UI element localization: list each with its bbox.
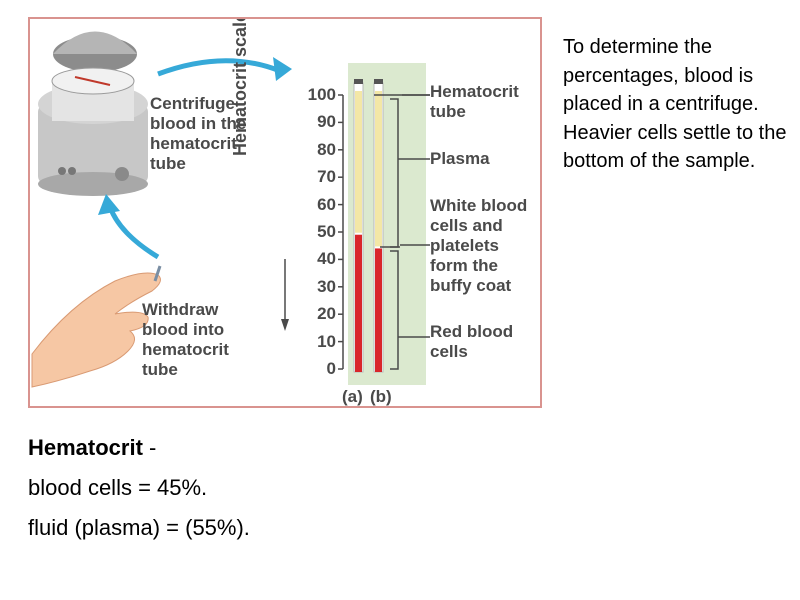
- tube-a-label: (a): [342, 387, 363, 406]
- centrifuge-step-label: Centrifuge blood in the hematocrit tube: [150, 94, 247, 173]
- hematocrit-figure: Centrifuge blood in the hematocrit tube …: [28, 17, 542, 408]
- red-cell-layer: [355, 234, 362, 372]
- summary-title: Hematocrit: [28, 435, 143, 460]
- arrowhead-right-icon: [273, 57, 292, 81]
- label-leader-lines: [374, 94, 430, 370]
- hand-icon: [31, 265, 162, 388]
- tube-cap: [374, 79, 383, 84]
- scale-tick-label: 30: [317, 276, 336, 296]
- scale-tick-label: 70: [317, 167, 336, 187]
- withdraw-step-label: Withdraw blood into hematocrit tube: [142, 300, 229, 379]
- hematocrit-summary: Hematocrit - blood cells = 45%. fluid (p…: [28, 428, 528, 548]
- arrow-to-centrifuge-icon: [107, 206, 160, 260]
- red-cell-layer: [375, 248, 382, 372]
- hematocrit-tube-label: Hematocrit tube: [430, 82, 519, 121]
- buffy-coat-layer: [375, 246, 382, 249]
- scale-tick-label: 80: [317, 139, 336, 159]
- summary-plasma: fluid (plasma) = (55%).: [28, 515, 250, 540]
- arrow-to-scale-icon: [157, 58, 281, 77]
- summary-blood-cells: blood cells = 45%.: [28, 475, 208, 500]
- hematocrit-scale-title: Hematocrit scale: [230, 17, 250, 157]
- scale-tick-label: 60: [317, 194, 336, 214]
- buffy-coat-label: White blood cells and platelets form the…: [430, 196, 528, 295]
- red-blood-cells-label: Red blood cells: [430, 322, 514, 361]
- scale-tick-label: 10: [317, 331, 336, 351]
- plasma-layer: [375, 91, 382, 249]
- scale-tick-label: 50: [317, 222, 336, 241]
- scale-tick-label: 90: [317, 112, 336, 132]
- buffy-coat-layer: [355, 232, 362, 235]
- scale-direction-arrow-icon: [281, 319, 289, 331]
- arrowhead-up-icon: [98, 194, 120, 215]
- hematocrit-tubes: [353, 79, 384, 373]
- scale-tick-label: 20: [317, 304, 336, 324]
- hematocrit-illustration: [31, 31, 430, 388]
- tube-b-label: (b): [370, 387, 392, 406]
- scale-tick-label: 100: [307, 85, 336, 104]
- scale-tick-marks: [338, 94, 343, 370]
- summary-dash: -: [142, 435, 157, 460]
- centrifuge-explanation: To determine the percentages, blood is p…: [563, 36, 787, 172]
- scale-tick-label: 0: [326, 359, 336, 378]
- plasma-label: Plasma: [430, 149, 490, 168]
- plasma-layer: [355, 91, 362, 235]
- tube-cap: [354, 79, 363, 84]
- centrifuge-icon: [38, 31, 148, 196]
- scale-tick-label: 40: [317, 249, 336, 269]
